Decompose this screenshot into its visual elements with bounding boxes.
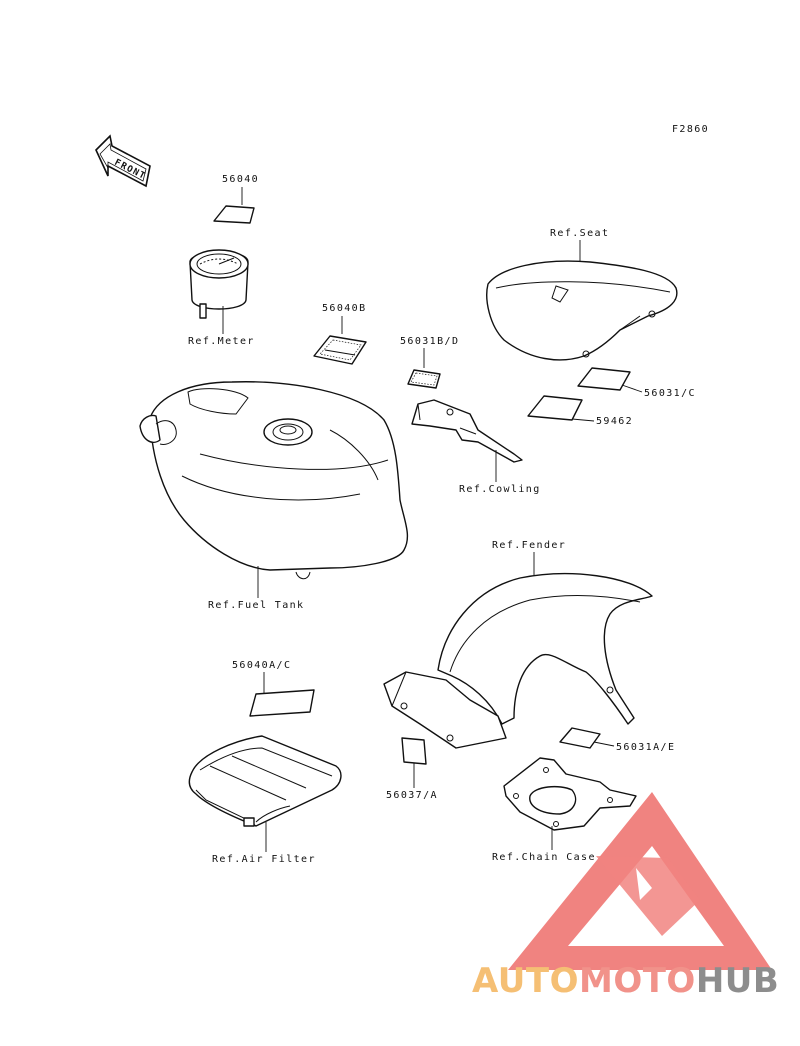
seat-part [486, 260, 678, 361]
label-ref-chain-case: Ref.Chain Case [492, 852, 596, 863]
cowling-part [411, 399, 523, 463]
label-56040: 56040 [222, 174, 259, 185]
label-ref-seat: Ref.Seat [550, 228, 609, 239]
logo-triangle-icon [508, 792, 772, 970]
label-ref-cowling: Ref.Cowling [459, 484, 541, 495]
label-56040b: 56040B [322, 303, 367, 314]
label-ref-fuel-tank: Ref.Fuel Tank [208, 600, 304, 611]
logo-wordmark: AUTOMOTOHUB [472, 961, 779, 1001]
fuel-tank-part [139, 381, 409, 580]
fender-part [383, 573, 653, 749]
sticker-56031c [577, 367, 631, 391]
label-56040ac: 56040A/C [232, 660, 291, 671]
label-56037a: 56037/A [386, 790, 438, 801]
sticker-59462 [527, 395, 583, 421]
meter-part [189, 249, 249, 319]
sticker-56031ae [559, 727, 601, 749]
sticker-56037a [401, 737, 427, 765]
automotohub-logo: AUTOMOTOHUB [472, 792, 779, 1001]
air-filter-part [188, 735, 342, 827]
logo-part-hub: HUB [696, 961, 779, 1001]
chain-case-part [503, 757, 637, 831]
label-59462: 59462 [596, 416, 633, 427]
front-arrow-icon: FRONT [95, 134, 151, 188]
sticker-56040ac [249, 689, 315, 717]
label-56031c: 56031/C [644, 388, 696, 399]
label-ref-air-filter: Ref.Air Filter [212, 854, 316, 865]
label-ref-fender: Ref.Fender [492, 540, 566, 551]
label-ref-meter: Ref.Meter [188, 336, 255, 347]
figure-code: F2860 [672, 124, 709, 135]
logo-part-auto: AUTO [472, 961, 579, 1001]
logo-part-moto: MOTO [579, 961, 696, 1001]
label-56031ae: 56031A/E [616, 742, 675, 753]
label-56031bd: 56031B/D [400, 336, 459, 347]
sticker-56040b [313, 335, 367, 365]
sticker-56031bd [407, 369, 441, 389]
sticker-56040 [213, 205, 255, 224]
